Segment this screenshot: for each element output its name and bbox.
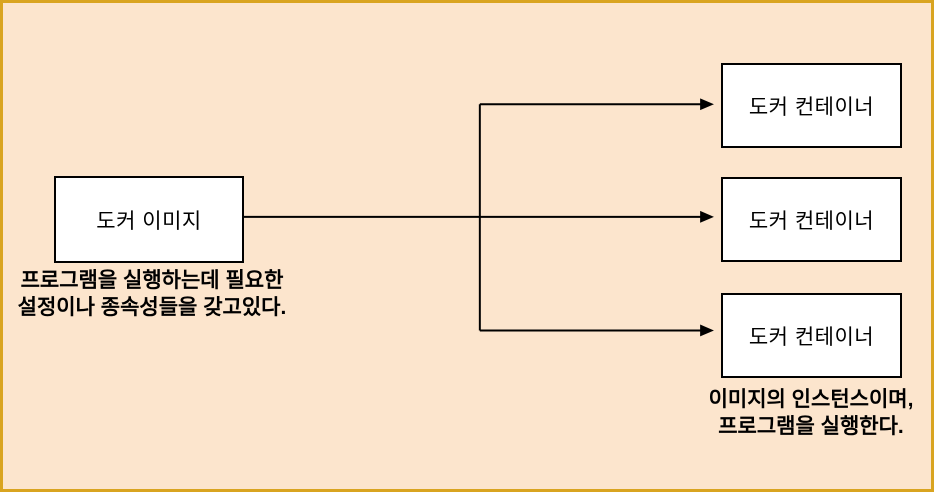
arrowhead-1 (700, 98, 714, 111)
docker-image-box: 도커 이미지 (54, 176, 244, 263)
connector-lines (243, 98, 714, 337)
docker-container-caption-line1: 이미지의 인스턴스이며, (708, 388, 914, 411)
docker-image-caption-line2: 설정이나 종속성들을 갖고있다. (17, 296, 287, 319)
docker-image-caption: 프로그램을 실행하는데 필요한 설정이나 종속성들을 갖고있다. (9, 267, 295, 321)
docker-container-box-2: 도커 컨테이너 (721, 177, 902, 262)
docker-container-label: 도커 컨테이너 (748, 95, 875, 119)
docker-container-caption: 이미지의 인스턴스이며, 프로그램을 실행한다. (664, 386, 931, 440)
arrowhead-2 (700, 210, 714, 223)
docker-container-caption-line2: 프로그램을 실행한다. (718, 415, 904, 438)
docker-container-box-1: 도커 컨테이너 (721, 63, 902, 148)
docker-container-box-3: 도커 컨테이너 (721, 293, 902, 378)
docker-image-caption-line1: 프로그램을 실행하는데 필요한 (20, 269, 284, 292)
docker-image-label: 도커 이미지 (96, 209, 202, 233)
docker-container-label: 도커 컨테이너 (748, 325, 875, 349)
arrowhead-3 (700, 324, 714, 337)
docker-container-label: 도커 컨테이너 (748, 209, 875, 233)
